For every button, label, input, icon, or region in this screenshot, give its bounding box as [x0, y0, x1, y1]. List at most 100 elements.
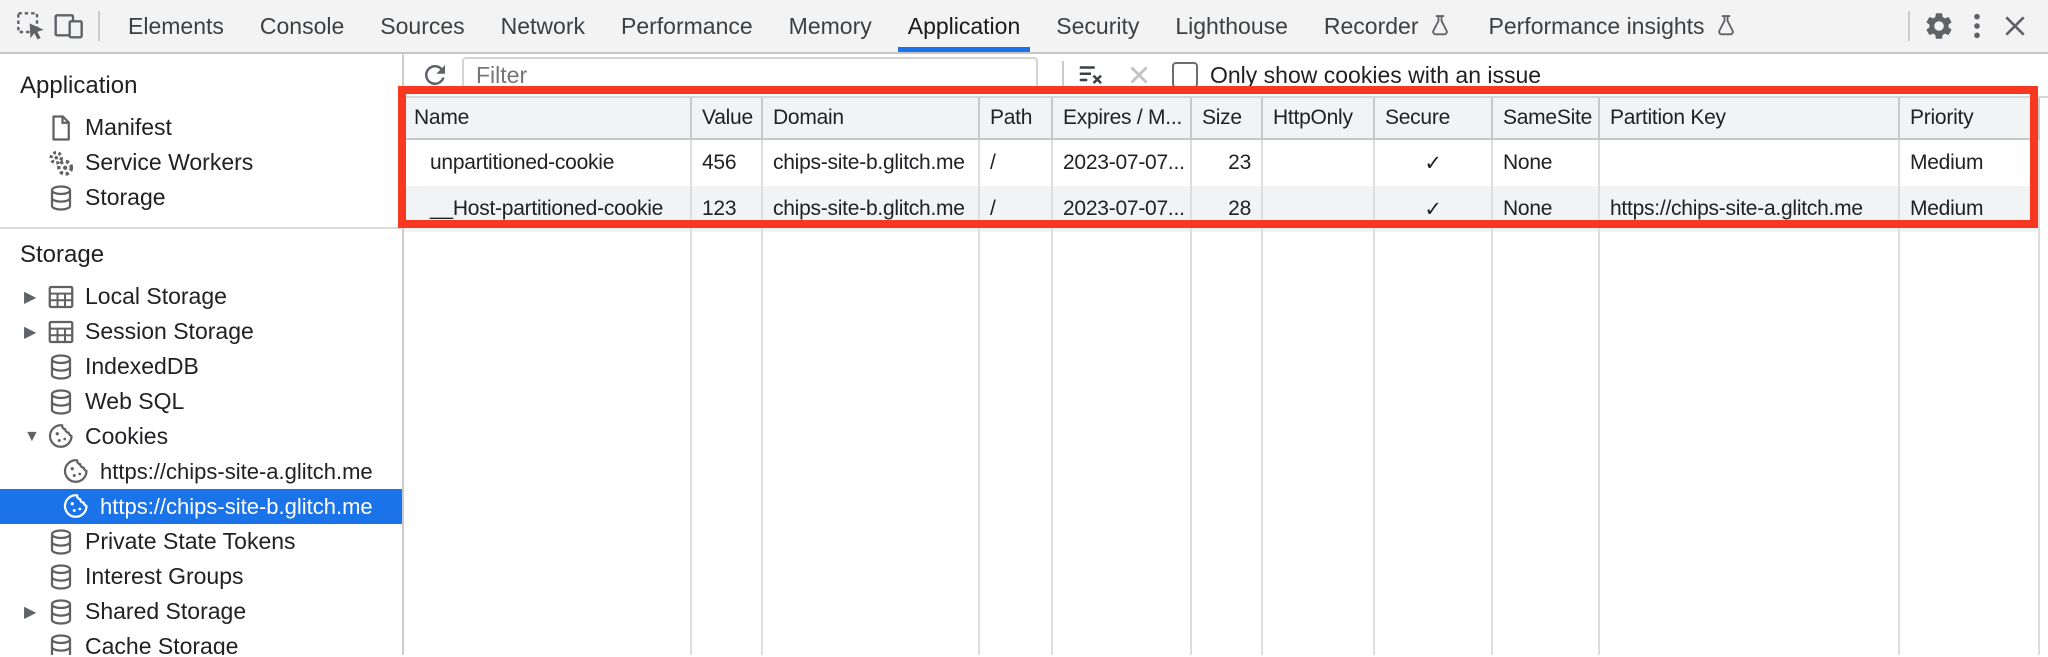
cookie-row-host-partitioned[interactable]: __Host-partitioned-cookie 123 chips-site… [404, 186, 2040, 232]
chevron-right-icon[interactable]: ▶ [24, 603, 37, 621]
sidebar-item-local-storage[interactable]: ▶ Local Storage [0, 279, 402, 314]
cell-priority: Medium [1900, 186, 2040, 232]
column-header-httponly[interactable]: HttpOnly [1263, 98, 1375, 138]
filter-input[interactable] [462, 57, 1038, 93]
table-icon [46, 282, 76, 312]
cell-expires: 2023-07-07... [1053, 140, 1192, 186]
tab-memory[interactable]: Memory [788, 12, 872, 39]
sidebar-item-cache-storage[interactable]: Cache Storage [0, 629, 402, 655]
column-header-value[interactable]: Value [692, 98, 763, 138]
tab-performance-insights[interactable]: Performance insights [1471, 0, 1757, 52]
cell-httponly [1263, 140, 1375, 186]
sidebar-item-interest-groups[interactable]: Interest Groups [0, 559, 402, 594]
settings-gear-icon[interactable] [1920, 0, 1958, 52]
database-icon [46, 597, 76, 627]
sidebar-item-shared-storage[interactable]: ▶ Shared Storage [0, 594, 402, 629]
tab-sources[interactable]: Sources [380, 12, 465, 39]
cell-samesite: None [1493, 186, 1600, 232]
cell-name: __Host-partitioned-cookie [404, 186, 692, 232]
experiment-flask-icon [1713, 13, 1739, 39]
cookie-icon [61, 492, 91, 522]
tab-console[interactable]: Console [259, 12, 345, 39]
sidebar-item-indexeddb[interactable]: IndexedDB [0, 349, 402, 384]
section-title-application: Application [20, 72, 138, 99]
cell-domain: chips-site-b.glitch.me [763, 186, 980, 232]
cell-partition-key: https://chips-site-a.glitch.me [1600, 186, 1900, 232]
sidebar-item-session-storage[interactable]: ▶ Session Storage [0, 314, 402, 349]
delete-cookies-icon[interactable] [1120, 60, 1158, 90]
sidebar-item-private-state-tokens[interactable]: Private State Tokens [0, 524, 402, 559]
devtools-tabbar: Elements Console Sources Network Perform… [0, 0, 2048, 54]
toolbar-divider [1062, 61, 1064, 89]
tab-elements[interactable]: Elements [128, 12, 224, 39]
cell-priority: Medium [1900, 140, 2040, 186]
column-header-partition-key[interactable]: Partition Key [1600, 98, 1900, 138]
sidebar-section-divider [0, 227, 402, 229]
cell-size: 28 [1192, 186, 1263, 232]
cell-name: unpartitioned-cookie [404, 140, 692, 186]
database-icon [46, 387, 76, 417]
cell-secure-checkmark: ✓ [1375, 140, 1493, 186]
sidebar-item-cookies[interactable]: ▼ Cookies [0, 419, 402, 454]
cell-samesite: None [1493, 140, 1600, 186]
sidebar-item-web-sql[interactable]: Web SQL [0, 384, 402, 419]
tab-application[interactable]: Application [890, 0, 1039, 52]
column-header-name[interactable]: Name [404, 98, 692, 138]
only-show-issue-checkbox[interactable] [1172, 62, 1198, 88]
experiment-flask-icon [1427, 13, 1453, 39]
tab-network[interactable]: Network [500, 12, 585, 39]
column-header-expires[interactable]: Expires / M... [1053, 98, 1192, 138]
sidebar-item-cookies-chips-site-a[interactable]: https://chips-site-a.glitch.me [0, 454, 402, 489]
sidebar-item-service-workers[interactable]: Service Workers [0, 145, 402, 180]
cell-value: 123 [692, 186, 763, 232]
table-icon [46, 317, 76, 347]
refresh-icon[interactable] [416, 60, 454, 90]
cell-path: / [980, 140, 1053, 186]
column-header-samesite[interactable]: SameSite [1493, 98, 1600, 138]
inspect-element-icon[interactable] [12, 0, 50, 52]
cell-domain: chips-site-b.glitch.me [763, 140, 980, 186]
device-toolbar-icon[interactable] [50, 0, 88, 52]
column-header-priority[interactable]: Priority [1900, 98, 2040, 138]
database-icon [46, 632, 76, 656]
sidebar-item-manifest[interactable]: Manifest [0, 110, 402, 145]
close-devtools-icon[interactable] [1996, 0, 2034, 52]
gears-icon [46, 148, 76, 178]
cookies-table: Name Value Domain Path Expires / M... Si… [404, 98, 2040, 655]
cookie-row-unpartitioned[interactable]: unpartitioned-cookie 456 chips-site-b.gl… [404, 140, 2040, 186]
tab-lighthouse[interactable]: Lighthouse [1175, 12, 1288, 39]
chevron-right-icon[interactable]: ▶ [24, 323, 37, 341]
cell-value: 456 [692, 140, 763, 186]
tab-security[interactable]: Security [1056, 12, 1140, 39]
cell-partition-key [1600, 140, 1900, 186]
file-icon [46, 113, 76, 143]
column-header-size[interactable]: Size [1192, 98, 1263, 138]
only-show-issue-label[interactable]: Only show cookies with an issue [1210, 61, 1542, 88]
tab-performance[interactable]: Performance [621, 12, 753, 39]
cell-size: 23 [1192, 140, 1263, 186]
sidebar-item-cookies-chips-site-b[interactable]: https://chips-site-b.glitch.me [0, 489, 402, 524]
more-options-icon[interactable] [1958, 0, 1996, 52]
section-title-storage: Storage [20, 241, 105, 268]
database-icon [46, 352, 76, 382]
clear-filter-icon[interactable] [1072, 60, 1110, 90]
cookies-table-header: Name Value Domain Path Expires / M... Si… [404, 98, 2040, 140]
tab-recorder[interactable]: Recorder [1306, 0, 1471, 52]
chevron-down-icon[interactable]: ▼ [24, 427, 40, 445]
column-header-path[interactable]: Path [980, 98, 1053, 138]
cookies-panel: Only show cookies with an issue Name Val… [404, 54, 2048, 655]
toolbar-divider [98, 11, 100, 41]
database-icon [46, 527, 76, 557]
cell-httponly [1263, 186, 1375, 232]
toolbar-divider [1908, 11, 1910, 41]
column-header-secure[interactable]: Secure [1375, 98, 1493, 138]
cookie-icon [46, 422, 76, 452]
chevron-right-icon[interactable]: ▶ [24, 288, 37, 306]
database-icon [46, 183, 76, 213]
cookies-toolbar: Only show cookies with an issue [404, 54, 2048, 98]
application-sidebar: Application Manifest Service Workers Sto… [0, 54, 404, 655]
column-header-domain[interactable]: Domain [763, 98, 980, 138]
sidebar-item-storage[interactable]: Storage [0, 180, 402, 215]
cell-path: / [980, 186, 1053, 232]
